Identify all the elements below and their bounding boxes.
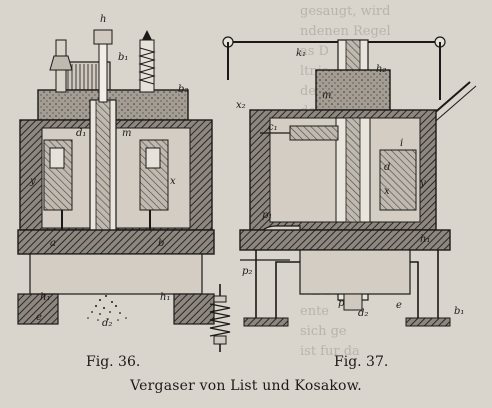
label-b1-right: b₁ [454,306,465,317]
figure-37-drawing [222,36,477,327]
right-side-chamber [379,149,417,211]
label-p1: p₁ [262,210,273,221]
label-h2: h₂ [376,64,387,75]
label-d-right: d [384,162,391,173]
right-window [145,147,161,169]
label-a-left: a [50,238,56,249]
left-foot-37 [243,317,289,327]
mixing-chamber [29,253,203,295]
left-window [49,147,65,169]
upper-valve-housing [315,69,391,111]
label-m-left: m [122,128,132,139]
label-b-left: b [158,238,165,249]
figure-36-label: Fig. 36. [86,354,141,370]
label-m-right: m [322,90,332,101]
figure-36-drawing [17,29,215,325]
label-b2-right: b₂ [178,84,189,95]
label-x-left: x [170,176,176,187]
inlet-pipe [289,125,339,141]
spring-valve-detail [209,284,231,352]
right-spring-coil [138,47,156,85]
right-leg-37 [410,250,439,321]
figure-37-label: Fig. 37. [334,354,389,370]
label-p2: p₂ [242,266,253,277]
lower-flange [17,229,215,255]
label-k1: k₁ [296,48,307,59]
spindle-nut [93,29,113,45]
label-e-left: e [36,312,42,323]
left-valve-cone [49,55,73,71]
label-h: h [100,14,107,25]
label-d1: d₁ [76,128,87,139]
label-h1-br: h₁ [160,292,171,303]
figure-caption: Vergaser von List und Kosakow. [130,378,362,394]
label-c1: c₁ [268,122,278,133]
label-x2: x₂ [236,100,246,111]
label-d2-left: d₂ [102,318,113,329]
central-tube-core [95,99,111,251]
base-chamber-37 [299,249,411,295]
label-h1-bl: h₁ [40,292,51,303]
left-foot [17,293,59,325]
column-core-through-body [345,117,361,223]
label-p: p [338,298,345,309]
fuel-spray [87,295,127,321]
right-foot [173,293,215,325]
spindle [98,41,108,103]
label-x-right: x [384,186,390,197]
right-foot-37 [405,317,451,327]
label-i: i [400,138,404,149]
label-e-right: e [396,300,402,311]
label-y-right: y [420,178,426,189]
label-d2-right: d₂ [358,308,369,319]
right-spring-tip [142,30,152,40]
bottom-nozzle [343,293,363,311]
label-h1-right: h₁ [420,234,431,245]
label-b1: b₁ [118,52,129,63]
base-flange-37 [239,229,451,251]
label-y-left: y [30,176,36,187]
